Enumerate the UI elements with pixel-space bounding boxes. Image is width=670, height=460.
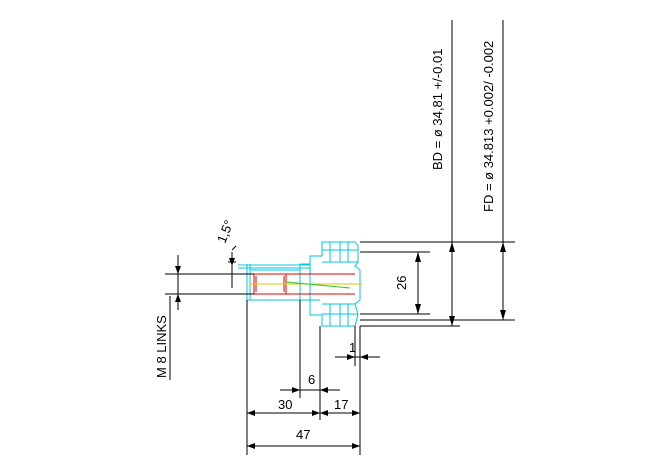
thread-label: M 8 LINKS: [154, 315, 169, 378]
dim-6-label: 6: [308, 372, 315, 387]
angle-label: 1,5°: [214, 218, 237, 245]
diameter-dimensions: [360, 20, 515, 327]
length-dimensions: [246, 300, 380, 455]
dim-17-label: 17: [334, 397, 348, 412]
dim-30-label: 30: [278, 397, 292, 412]
angle-leader: [228, 245, 237, 288]
bd-label: BD = ø 34,81 +/-0.01: [430, 49, 445, 170]
dim-47-label: 47: [296, 427, 310, 442]
dim-1-label: 1: [349, 340, 356, 355]
fd-label: FD = ø 34.813 +0.002/ -0.002: [481, 41, 496, 212]
thread-dimension: [165, 255, 254, 380]
part-outline: [238, 241, 361, 327]
dim-26-label: 26: [394, 276, 409, 290]
centre-axis: [250, 281, 362, 289]
